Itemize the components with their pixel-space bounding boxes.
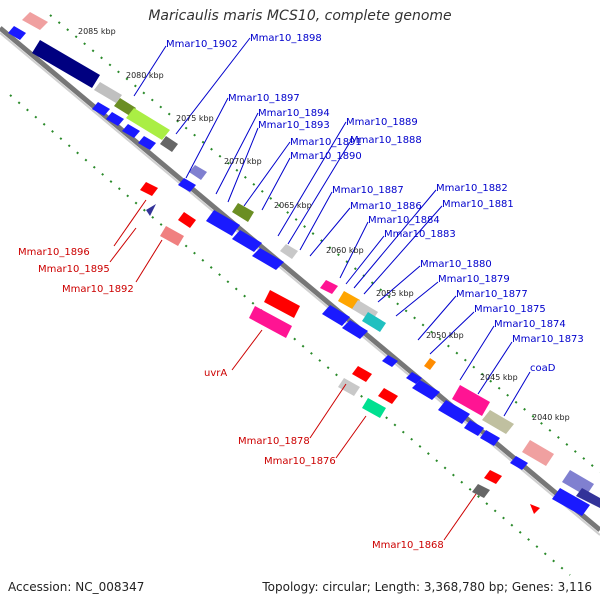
gene-label: Mmar10_1887 <box>332 185 404 196</box>
feature-block <box>126 108 170 140</box>
gene-label: Mmar10_1886 <box>350 201 422 212</box>
feature-block <box>232 203 254 222</box>
gene-label: Mmar10_1898 <box>250 33 322 44</box>
tick-label: 2055 kbp <box>376 289 414 298</box>
leader-lines-blue <box>133 37 531 417</box>
feature-block <box>114 98 136 116</box>
guide-lines <box>9 14 600 576</box>
feature-block <box>160 226 184 246</box>
gene-label: Mmar10_1879 <box>438 274 510 285</box>
feature-block <box>472 484 490 498</box>
gene-label: Mmar10_1876 <box>264 456 336 467</box>
leader-lines-red <box>109 199 477 541</box>
feature-block <box>378 388 398 404</box>
feature-block <box>352 366 372 382</box>
feature-block <box>22 12 48 30</box>
forward-arrows <box>8 26 590 516</box>
tick-label: 2075 kbp <box>176 114 214 123</box>
feature-block <box>280 244 298 259</box>
feature-block <box>264 290 300 318</box>
tick-label: 2050 kbp <box>426 331 464 340</box>
tick-label: 2040 kbp <box>532 413 570 422</box>
tick-label: 2045 kbp <box>480 373 518 382</box>
feature-block <box>178 212 196 228</box>
feature-block <box>160 136 178 152</box>
gene-label: Mmar10_1883 <box>384 229 456 240</box>
gene-label: Mmar10_1893 <box>258 120 330 131</box>
feature-block <box>249 306 292 338</box>
gene-label: Mmar10_1894 <box>258 108 330 119</box>
feature-block <box>424 358 436 370</box>
gene-label: Mmar10_1897 <box>228 93 300 104</box>
feature-block <box>140 182 158 196</box>
accession-text: Accession: NC_008347 <box>8 580 145 594</box>
gene-label: Mmar10_1889 <box>346 117 418 128</box>
feature-block <box>522 440 554 466</box>
gene-label: uvrA <box>204 368 227 379</box>
reverse-features <box>140 182 540 514</box>
kbp-ticks: 2085 kbp 2080 kbp 2075 kbp 2070 kbp 2065… <box>78 27 570 422</box>
feature-block <box>452 385 490 416</box>
gene-label: Mmar10_1895 <box>38 264 110 275</box>
gene-labels-blue: Mmar10_1902 Mmar10_1898 Mmar10_1897 Mmar… <box>166 33 584 374</box>
gene-label: Mmar10_1873 <box>512 334 584 345</box>
feature-block <box>484 470 502 484</box>
gene-label: Mmar10_1874 <box>494 319 566 330</box>
gene-label: coaD <box>530 363 556 374</box>
feature-block <box>320 280 338 294</box>
gene-label: Mmar10_1892 <box>62 284 134 295</box>
feature-block <box>482 410 514 434</box>
feature-block <box>338 378 360 396</box>
gene-label: Mmar10_1875 <box>474 304 546 315</box>
feature-block <box>189 165 207 180</box>
tick-label: 2085 kbp <box>78 27 116 36</box>
feature-block <box>576 488 600 508</box>
gene-labels-red: Mmar10_1896 Mmar10_1895 Mmar10_1892 uvrA… <box>18 247 444 551</box>
gene-label: Mmar10_1878 <box>238 436 310 447</box>
gene-label: Mmar10_1882 <box>436 183 508 194</box>
gene-label: Mmar10_1888 <box>350 135 422 146</box>
gene-label: Mmar10_1877 <box>456 289 528 300</box>
tick-label: 2065 kbp <box>274 201 312 210</box>
gene-label: Mmar10_1868 <box>372 540 444 551</box>
feature-block <box>32 40 100 88</box>
forward-features <box>22 12 600 508</box>
gene-label: Mmar10_1880 <box>420 259 492 270</box>
summary-text: Topology: circular; Length: 3,368,780 bp… <box>262 580 592 594</box>
feature-block <box>530 504 540 514</box>
feature-block <box>146 204 156 216</box>
feature-block <box>362 312 386 332</box>
feature-block <box>362 398 386 418</box>
feature-block <box>562 470 594 496</box>
map-title: Maricaulis maris MCS10, complete genome <box>148 8 452 24</box>
gene-label: Mmar10_1890 <box>290 151 362 162</box>
gene-label: Mmar10_1891 <box>290 137 362 148</box>
tick-label: 2080 kbp <box>126 71 164 80</box>
tick-label: 2070 kbp <box>224 157 262 166</box>
gene-label: Mmar10_1881 <box>442 199 514 210</box>
gene-label: Mmar10_1884 <box>368 215 440 226</box>
tick-label: 2060 kbp <box>326 246 364 255</box>
gene-label: Mmar10_1902 <box>166 39 238 50</box>
gene-label: Mmar10_1896 <box>18 247 90 258</box>
feature-block <box>94 82 122 103</box>
